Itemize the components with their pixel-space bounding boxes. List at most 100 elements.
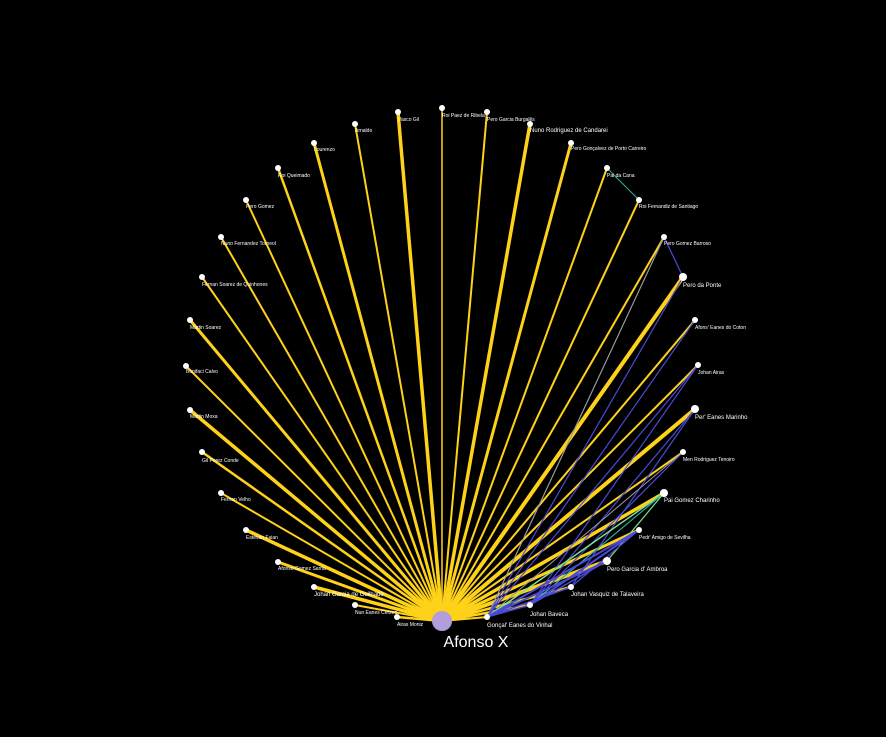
edge-pai-da-cana-roi-fernandiz (606, 167, 640, 201)
node-label-afons-eanes: Afons' Eanes do Coton (695, 325, 746, 331)
edge-johan-airas-johan-baveca (529, 364, 699, 606)
node-afons-eanes[interactable] (692, 317, 698, 323)
node-label-lourenzo: Lourenzo (314, 147, 335, 153)
node-label-estevan-faian: Estevan Faian (246, 535, 278, 541)
edge-per-eanes-johan-baveca (529, 408, 696, 606)
edge-afonso-x-afonso-gomez (277, 560, 443, 623)
node-label-nuno-fernandez: Nuno Fernandez Torneol (221, 241, 276, 247)
node-martin-moxa[interactable] (187, 407, 193, 413)
node-label-johan-vasquiz: Johan Vasquiz de Talaveira (571, 592, 644, 598)
node-johan-garcia[interactable] (311, 584, 317, 590)
node-gil-perez[interactable] (199, 449, 205, 455)
edge-johan-baveca-goncal-eanes (486, 604, 531, 618)
node-nuno-rodriguez[interactable] (527, 121, 533, 127)
edge-pero-garcia-ambroa-goncal-eanes (486, 560, 608, 618)
node-fernan-velho[interactable] (218, 490, 224, 496)
edge-afonso-x-men-rodriguez (441, 451, 684, 622)
node-pai-da-cana[interactable] (604, 165, 610, 171)
edge-afonso-x-pero-gomez-g (245, 199, 443, 622)
node-label-fernan-soarez: Fernan Soarez de Quinhones (202, 282, 268, 288)
node-label-johan-airas: Johan Airas (698, 370, 725, 376)
edge-johan-airas-goncal-eanes (486, 364, 699, 618)
node-estevan-faian[interactable] (243, 527, 249, 533)
node-label-aires-moniz: Airas Moniz (397, 622, 424, 628)
node-afonso-gomez[interactable] (275, 559, 281, 565)
node-pero-da-ponte[interactable] (679, 273, 687, 281)
node-label-johan-garcia: Johan Garcia de Guilhade (314, 592, 384, 598)
node-label-pero-garcia-burgales: Pero Garcia Burgalês (487, 117, 535, 123)
node-aires-moniz[interactable] (394, 614, 400, 620)
edge-afonso-x-roi-fernandiz (441, 199, 640, 622)
node-lourenzo[interactable] (311, 140, 317, 146)
node-pero-garcia-burgales[interactable] (484, 109, 490, 115)
node-goncal-eanes[interactable] (484, 614, 490, 620)
node-per-eanes[interactable] (691, 405, 699, 413)
node-pero-goncalvez[interactable] (568, 140, 574, 146)
node-vasco-gil[interactable] (395, 109, 401, 115)
node-label-martin-moxa: Martin Moxa (190, 414, 218, 420)
node-johan-vasquiz[interactable] (568, 584, 574, 590)
node-label-roi-paez: Roi Paez de Ribela (442, 113, 485, 119)
edge-men-rodriguez-johan-baveca (529, 451, 684, 606)
node-layer (183, 105, 701, 620)
node-roi-fernandiz[interactable] (636, 197, 642, 203)
edge-afonso-x-roi-queimado (276, 167, 444, 622)
edge-afonso-x-pedr-amigo (441, 528, 640, 623)
node-pero-gomez-g[interactable] (243, 197, 249, 203)
edge-pai-gomez-goncal-eanes (486, 492, 665, 618)
edge-afonso-x-per-eanes (440, 407, 697, 623)
node-martin-soarez[interactable] (187, 317, 193, 323)
node-label-pero-da-ponte: Pero da Ponte (683, 283, 722, 289)
node-label-roi-fernandiz: Roi Fernandiz de Santiago (639, 204, 698, 210)
edge-afonso-x-pai-gomez (441, 491, 665, 623)
node-label-pero-gomez-barroso: Pero Gomez Barroso (664, 241, 711, 247)
node-pai-gomez[interactable] (660, 489, 668, 497)
edge-afonso-x-estevan-faian (245, 528, 443, 623)
node-label-afonso-gomez: Afonso Gomez Sarria (278, 566, 326, 572)
edge-afonso-x-nuno-rodriguez (440, 123, 532, 622)
node-pedr-amigo[interactable] (636, 527, 642, 533)
edge-men-rodriguez-goncal-eanes (486, 451, 684, 618)
node-label-nun-eanes: Nun Eanes Cerzeo (355, 610, 397, 616)
node-fernan-soarez[interactable] (199, 274, 205, 280)
node-johan-airas[interactable] (695, 362, 701, 368)
node-label-martin-soarez: Martin Soarez (190, 325, 222, 331)
node-label-vasco-gil: Vasco Gil (398, 117, 419, 123)
node-arnaldo[interactable] (352, 121, 358, 127)
node-pero-garcia-ambroa[interactable] (603, 557, 611, 565)
node-label-bonifaci-calvo: Bonifaci Calvo (186, 369, 218, 375)
node-nuno-fernandez[interactable] (218, 234, 224, 240)
node-johan-baveca[interactable] (527, 602, 533, 608)
node-label-men-rodriguez: Men Rodriguez Tenoiro (683, 457, 735, 463)
node-label-pero-goncalvez: Pero Gonçalvez de Porto Carreiro (571, 146, 647, 152)
node-roi-paez[interactable] (439, 105, 445, 111)
node-bonifaci-calvo[interactable] (183, 363, 189, 369)
edge-afonso-x-gil-perez (201, 450, 443, 623)
node-label-goncal-eanes: Gonçal' Eanes do Vinhal (487, 623, 552, 629)
edge-afonso-x-pero-garcia-burgales (441, 111, 488, 622)
edge-pedr-amigo-goncal-eanes (486, 529, 640, 618)
node-pero-gomez-barroso[interactable] (661, 234, 667, 240)
edge-afonso-x-arnaldo (354, 123, 443, 622)
center-node[interactable] (432, 611, 452, 631)
edge-afonso-x-martin-moxa (188, 408, 444, 623)
node-label-pedr-amigo: Pedr' Amigo de Sevilha (639, 535, 691, 541)
node-label-nuno-rodriguez: Nuno Rodriguez de Candarei (530, 128, 608, 134)
node-label-pai-da-cana: Pai da Cana (607, 173, 635, 179)
edge-afons-eanes-goncal-eanes (486, 319, 696, 618)
node-label-fernan-velho: Fernan Velho (221, 497, 251, 503)
edge-pedr-amigo-johan-baveca (529, 529, 640, 606)
edge-afonso-x-martin-soarez (188, 319, 444, 622)
edge-pero-gomez-barroso-goncal-eanes (486, 236, 665, 618)
node-roi-queimado[interactable] (275, 165, 281, 171)
node-nun-eanes[interactable] (352, 602, 358, 608)
edge-afonso-x-johan-garcia (313, 585, 443, 623)
node-label-pero-gomez-g: Pero Gomez (246, 204, 275, 210)
edge-pai-gomez-pero-garcia-ambroa (606, 492, 665, 562)
edge-afonso-x-fernan-velho (220, 492, 443, 622)
node-men-rodriguez[interactable] (680, 449, 686, 455)
node-label-johan-baveca: Johan Baveca (530, 612, 569, 618)
edge-afonso-x-afons-eanes (441, 319, 696, 622)
edge-afonso-x-fernan-soarez (201, 276, 443, 622)
